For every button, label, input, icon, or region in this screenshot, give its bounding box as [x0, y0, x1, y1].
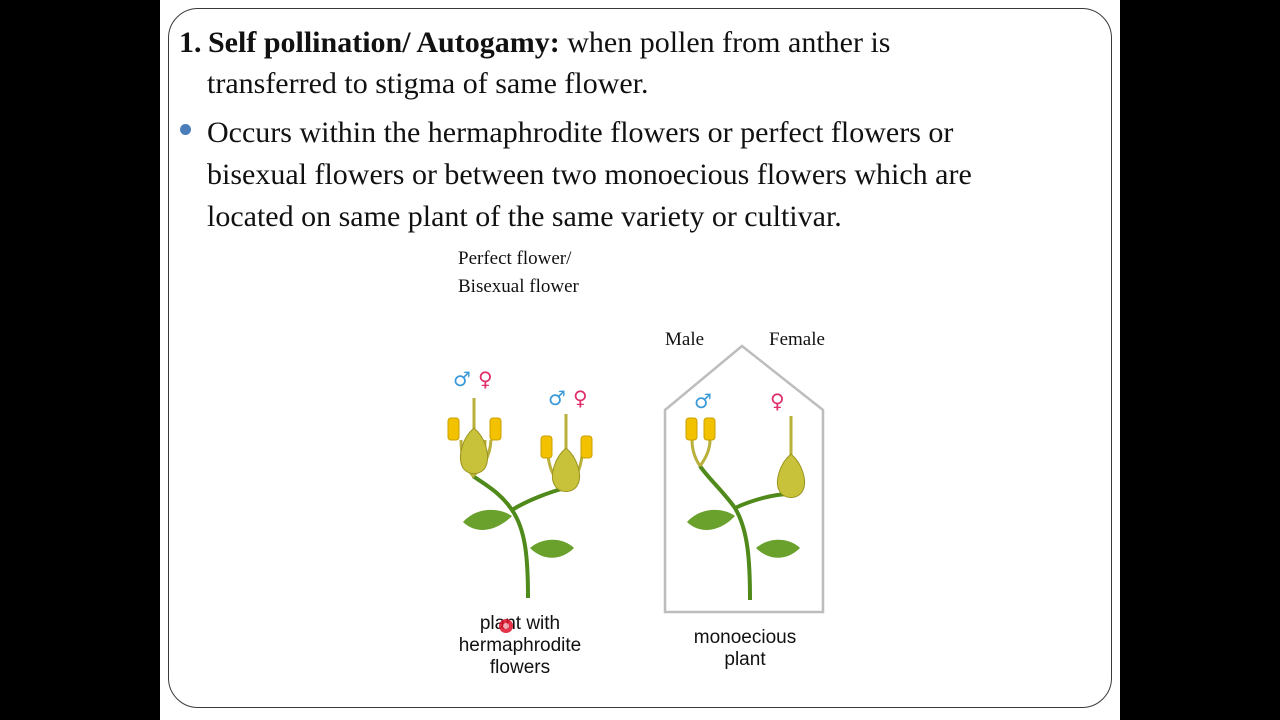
female-label: Female — [769, 329, 825, 350]
heading-number: 1. — [179, 26, 202, 59]
caption-line: plant — [724, 649, 766, 670]
male-label: Male — [665, 329, 705, 350]
filament — [690, 439, 702, 467]
slide-frame — [168, 8, 1112, 708]
slide: 1.Self pollination/ Autogamy: when polle… — [160, 0, 1120, 720]
caption-line: monoecious — [693, 627, 797, 648]
caption-hermaphrodite: plant with hermaphrodite flowers — [430, 613, 610, 679]
anther — [540, 435, 553, 459]
hermaphrodite-flower — [447, 398, 502, 479]
male-flower — [685, 417, 716, 467]
heading: 1.Self pollination/ Autogamy: when polle… — [179, 22, 1079, 104]
leaf — [756, 539, 800, 558]
perfect-flower-label-line1: Perfect flower/ — [458, 248, 572, 269]
caption-line: flowers — [489, 657, 551, 678]
branch-stem — [734, 492, 791, 510]
female-symbol-icon: ♀ — [478, 367, 493, 391]
pollination-diagram: ♂ ♀ ♂ ♀ ♂ — [447, 344, 825, 614]
bullet-dot-icon — [180, 124, 191, 135]
caption-monoecious: monoecious plant — [665, 627, 825, 671]
ovary — [552, 447, 580, 492]
female-symbol-icon: ♀ — [770, 389, 785, 413]
anther — [489, 417, 502, 441]
anther — [580, 435, 593, 459]
filament — [698, 439, 712, 467]
main-stem — [471, 474, 530, 599]
anther — [447, 417, 460, 441]
ovary — [460, 427, 488, 474]
plant-outline — [663, 344, 825, 614]
male-symbol-icon: ♂ — [694, 389, 712, 413]
hermaphrodite-plant: ♂ ♀ ♂ ♀ — [447, 367, 593, 599]
hermaphrodite-flower — [540, 414, 593, 492]
male-symbol-icon: ♂ — [453, 367, 471, 391]
leaf — [530, 539, 574, 558]
leaf — [463, 509, 512, 530]
leaf — [687, 509, 735, 530]
anther — [703, 417, 716, 441]
caption-line: plant with — [479, 613, 561, 634]
perfect-flower-label: Perfect flower/ Bisexual flower — [458, 245, 579, 301]
anther — [685, 417, 698, 441]
caption-line: hermaphrodite — [458, 635, 582, 656]
male-symbol-icon: ♂ — [548, 386, 566, 410]
monoecious-plant: ♂ ♀ — [663, 344, 825, 614]
female-symbol-icon: ♀ — [573, 386, 588, 410]
heading-definition-line2: transferred to stigma of same flower. — [207, 67, 649, 100]
female-flower — [777, 416, 805, 498]
heading-term: Self pollination/ Autogamy: — [208, 26, 560, 59]
heading-definition-line1: when pollen from anther is — [559, 26, 891, 59]
bullet-text: Occurs within the hermaphrodite flowers … — [207, 116, 972, 233]
branch-stem — [510, 486, 566, 512]
perfect-flower-label-line2: Bisexual flower — [458, 276, 579, 297]
main-stem — [698, 464, 752, 601]
ovary — [777, 453, 805, 498]
